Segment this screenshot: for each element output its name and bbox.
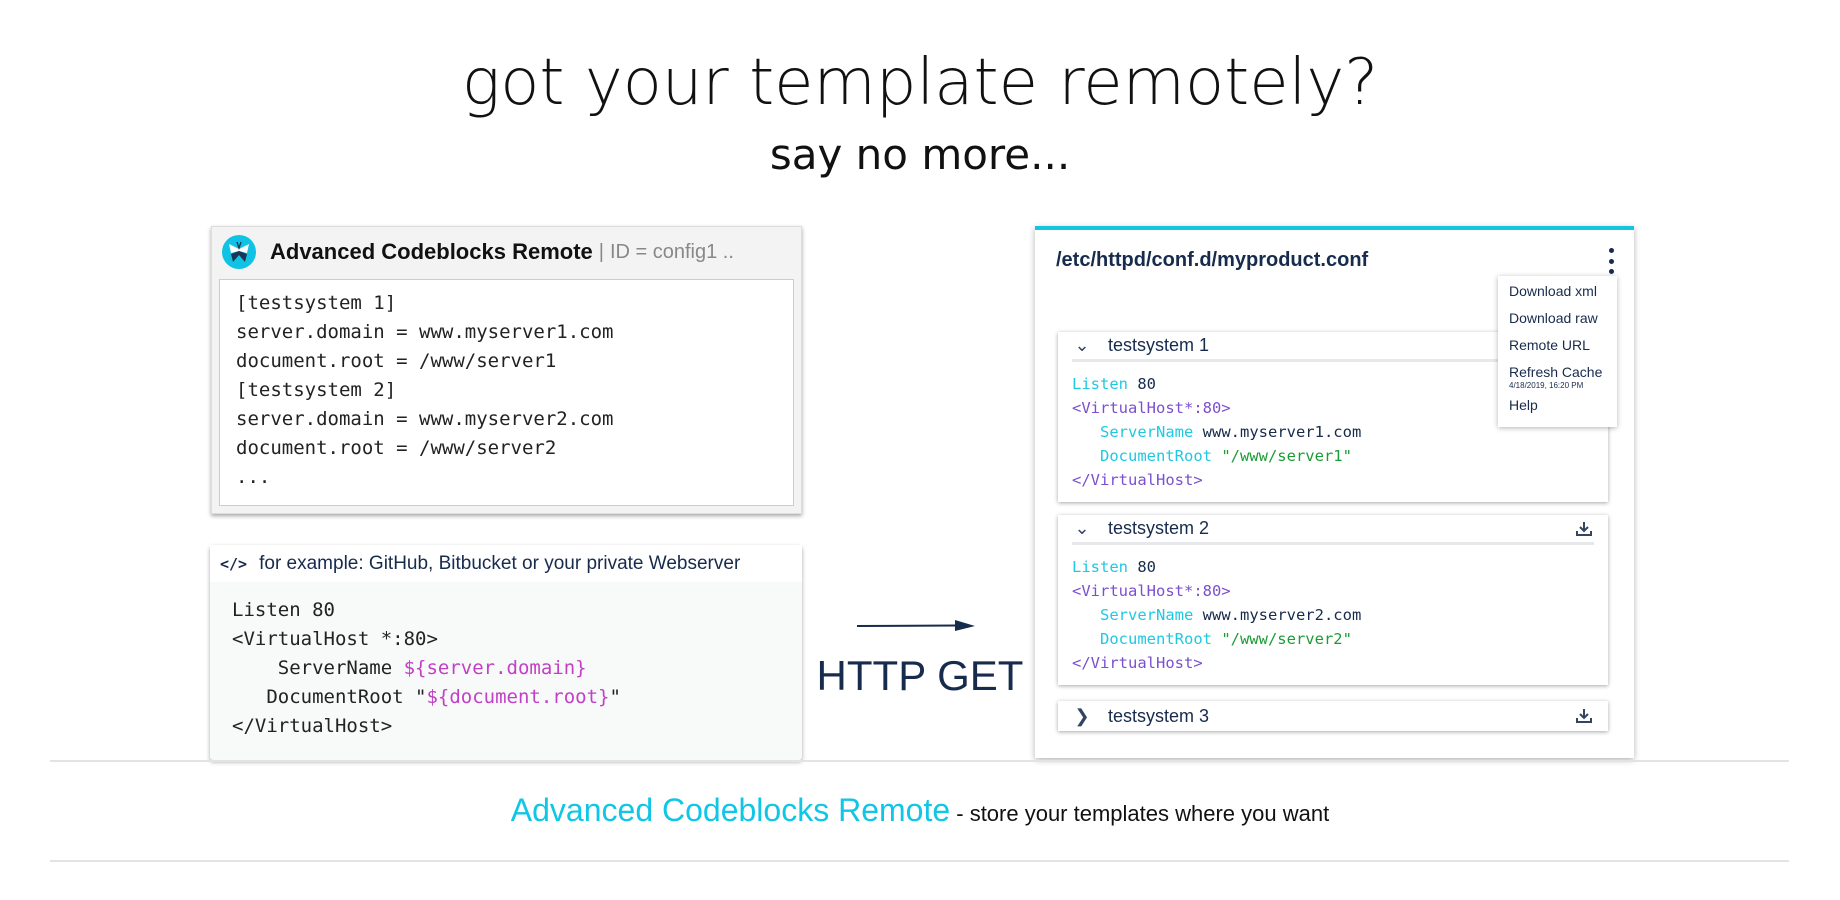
section-label: testsystem 2 — [1108, 518, 1210, 538]
menu-item-download-raw[interactable]: Download raw — [1509, 310, 1598, 326]
section-label: testsystem 3 — [1108, 705, 1210, 726]
arrow-right-icon — [857, 620, 975, 631]
code-line: ... — [236, 466, 271, 488]
tag: </VirtualHost> — [1072, 654, 1203, 672]
options-menu: Download xml Download raw Remote URL Ref… — [1498, 276, 1617, 427]
footer-brand: Advanced Codeblocks Remote — [510, 792, 951, 828]
keyword: Listen — [1072, 558, 1128, 576]
keyword: ServerName — [1072, 606, 1194, 624]
string: "/www/server2" — [1211, 630, 1352, 648]
chevron-down-icon[interactable]: ⌄ — [1074, 518, 1090, 538]
tag: </VirtualHost> — [1072, 471, 1203, 489]
subheadline: say no more... — [769, 130, 1071, 179]
tag: <VirtualHost*:80> — [1072, 582, 1231, 600]
template-box: </> for example: GitHub, Bitbucket or yo… — [210, 545, 802, 760]
footer-tagline: - store your templates where you want — [950, 801, 1330, 826]
section-label: testsystem 1 — [1108, 335, 1210, 355]
keyword: DocumentRoot — [1072, 447, 1212, 465]
menu-item-refresh-cache[interactable]: Refresh Cache — [1509, 364, 1603, 380]
chevron-right-icon[interactable]: ❯ — [1074, 705, 1090, 726]
section-header[interactable]: ⌄ testsystem 1 — [1072, 332, 1594, 362]
code-icon: </> — [220, 554, 248, 573]
keyword: DocumentRoot — [1072, 630, 1212, 648]
download-icon[interactable] — [1574, 706, 1594, 726]
chevron-down-icon[interactable]: ⌄ — [1074, 335, 1090, 355]
value: www.myserver1.com — [1193, 423, 1362, 441]
variable: ${document.root} — [426, 686, 610, 708]
section-header[interactable]: ⌄ testsystem 2 — [1072, 515, 1594, 545]
code-line: DocumentRoot "${document.root}" — [232, 683, 780, 712]
template-header: </> for example: GitHub, Bitbucket or yo… — [210, 545, 802, 582]
value: 80 — [1128, 558, 1156, 576]
code-line: [testsystem 2] — [236, 379, 397, 401]
menu-item-help[interactable]: Help — [1509, 397, 1538, 413]
macro-header: Advanced Codeblocks Remote | ID = config… — [212, 227, 801, 277]
code-line: <VirtualHost *:80> — [232, 628, 438, 650]
code-line: [testsystem 1] — [236, 292, 397, 314]
macro-body[interactable]: [testsystem 1] server.domain = www.myser… — [219, 279, 794, 506]
menu-item-remote-url[interactable]: Remote URL — [1509, 337, 1590, 353]
section-card: ❯ testsystem 3 — [1058, 701, 1608, 731]
footer: Advanced Codeblocks Remote - store your … — [0, 792, 1840, 829]
tag: <VirtualHost*:80> — [1072, 399, 1231, 417]
panel-title: /etc/httpd/conf.d/myproduct.conf — [1056, 249, 1369, 271]
code-text: DocumentRoot " — [232, 686, 427, 708]
keyword: Listen — [1072, 375, 1128, 393]
divider — [50, 860, 1789, 862]
butterfly-logo-icon — [222, 235, 256, 269]
code-line: document.root = /www/server1 — [236, 350, 557, 372]
keyword: ServerName — [1072, 423, 1194, 441]
code-line: Listen 80 — [232, 599, 335, 621]
divider — [50, 760, 1789, 762]
code-line: server.domain = www.myserver2.com — [236, 408, 614, 430]
macro-title: Advanced Codeblocks Remote — [270, 239, 593, 264]
more-options-icon[interactable] — [1605, 248, 1617, 274]
download-icon[interactable] — [1574, 519, 1594, 539]
variable: ${server.domain} — [403, 657, 587, 679]
value: 80 — [1128, 375, 1156, 393]
code-line: server.domain = www.myserver1.com — [236, 321, 614, 343]
section-header[interactable]: ❯ testsystem 3 — [1072, 701, 1594, 731]
code-line: ServerName ${server.domain} — [232, 654, 780, 683]
section-code: Listen 80 <VirtualHost*:80> ServerName ww… — [1058, 362, 1608, 502]
cache-date: 4/18/2019, 16:20 PM — [1509, 381, 1584, 390]
value: www.myserver2.com — [1193, 606, 1362, 624]
template-source-text: for example: GitHub, Bitbucket or your p… — [259, 552, 741, 574]
macro-id: ID = config1 .. — [609, 240, 734, 263]
code-text: " — [609, 686, 621, 708]
string: "/www/server1" — [1211, 447, 1352, 465]
code-text: ServerName — [232, 657, 404, 679]
code-line: </VirtualHost> — [232, 715, 393, 737]
macro-separator: | — [598, 240, 604, 263]
section-card: ⌄ testsystem 2 Listen 80 <VirtualHost*:80… — [1058, 515, 1608, 685]
section-code: Listen 80 <VirtualHost*:80> ServerName ww… — [1058, 545, 1608, 685]
macro-box: Advanced Codeblocks Remote | ID = config… — [211, 226, 802, 514]
template-code: Listen 80 <VirtualHost *:80> ServerName $… — [210, 582, 802, 755]
http-get-label: HTTP GET — [816, 652, 1024, 699]
menu-item-download-xml[interactable]: Download xml — [1509, 283, 1597, 299]
headline: got your template remotely? — [461, 46, 1379, 120]
code-line: document.root = /www/server2 — [236, 437, 557, 459]
